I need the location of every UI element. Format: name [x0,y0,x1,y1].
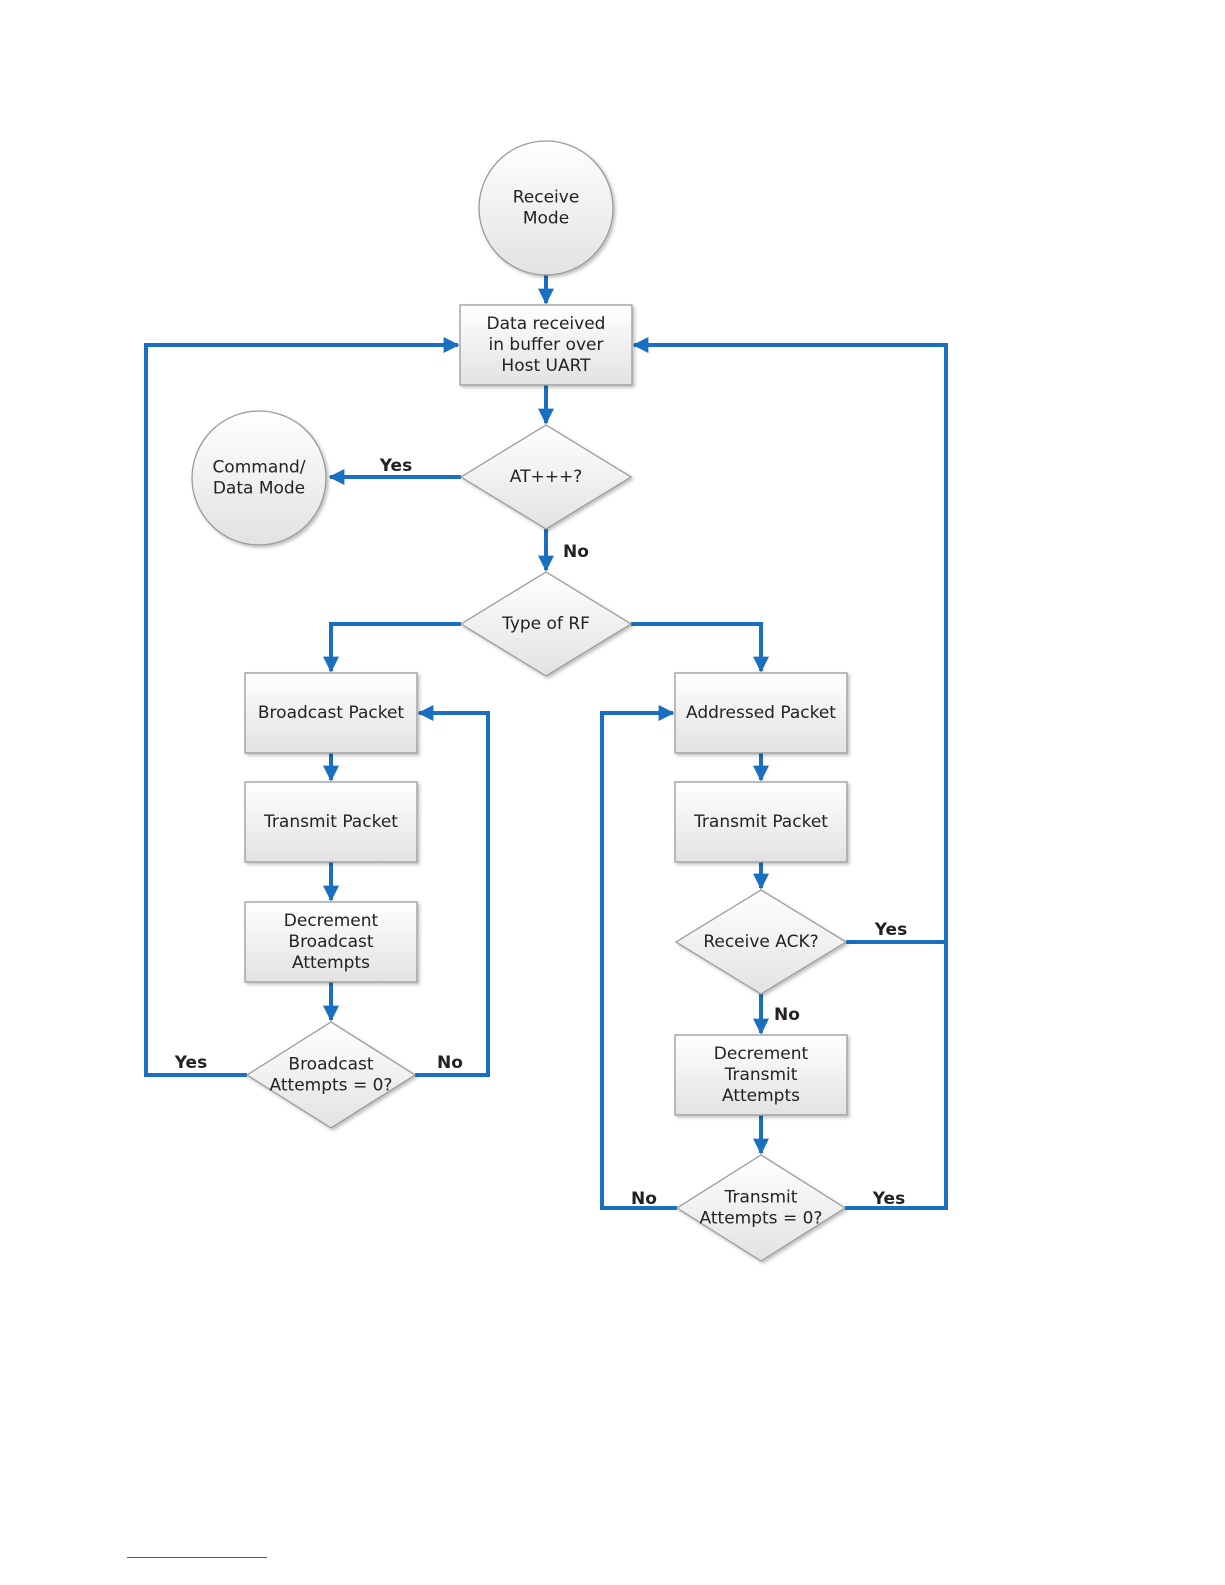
node-type-of-rf: Type of RF [461,572,631,676]
connector-type-of-rf-to-addressed-packet [631,624,761,671]
transmit-packet-left-label-line: Transmit Packet [263,812,398,832]
connector-type-of-rf-to-broadcast-packet [331,624,461,671]
footer-rule [127,1557,267,1558]
command-mode-label-line: Command/ [212,458,305,478]
node-addressed-packet: Addressed Packet [675,673,847,753]
node-transmit-packet-right: Transmit Packet [675,782,847,862]
node-at-plus: AT+++? [461,425,631,529]
receive-mode-label-line: Receive [513,188,580,208]
data-received-label-line: Host UART [501,356,591,376]
node-transmit-packet-left: Transmit Packet [245,782,417,862]
transmit-packet-right-label-line: Transmit Packet [693,812,828,832]
broadcast-zero-label-line: Attempts = 0? [270,1076,393,1096]
edge-label-no: No [774,1005,800,1025]
node-command-mode: Command/Data Mode [192,411,326,545]
decrement-broadcast-label-line: Broadcast [288,932,374,952]
transmit-zero-label-line: Attempts = 0? [700,1209,823,1229]
node-receive-ack: Receive ACK? [676,890,846,994]
at-plus-label-line: AT+++? [510,467,582,487]
data-received-label-line: in buffer over [489,335,604,355]
transmit-zero-label-line: Transmit [724,1188,798,1208]
broadcast-zero-label-line: Broadcast [288,1055,374,1075]
decrement-transmit-label-line: Decrement [714,1044,809,1064]
connector-transmit-zero-to-addressed-packet [602,713,677,1208]
edge-label-yes: Yes [379,456,412,476]
edge-label-no: No [437,1053,463,1073]
node-broadcast-packet: Broadcast Packet [245,673,417,753]
decrement-transmit-label-line: Transmit [724,1065,798,1085]
command-mode-label-line: Data Mode [213,479,305,499]
connector-broadcast-zero-to-broadcast-packet [415,713,488,1075]
addressed-packet-label-line: Addressed Packet [686,703,836,723]
edge-label-yes: Yes [872,1189,905,1209]
data-received-label-line: Data received [487,314,606,334]
connector-transmit-zero-to-data-received [845,942,946,1208]
edge-label-yes: Yes [874,920,907,940]
edge-label-no: No [563,542,589,562]
edge-label-no: No [631,1189,657,1209]
decrement-broadcast-label-line: Decrement [284,911,379,931]
receive-mode-label-line: Mode [523,209,569,229]
receive-ack-label-line: Receive ACK? [703,932,818,952]
edge-label-yes: Yes [174,1053,207,1073]
decrement-transmit-label-line: Attempts [722,1086,800,1106]
decrement-broadcast-label-line: Attempts [292,953,370,973]
broadcast-packet-label-line: Broadcast Packet [258,703,405,723]
type-of-rf-label-line: Type of RF [501,614,590,634]
